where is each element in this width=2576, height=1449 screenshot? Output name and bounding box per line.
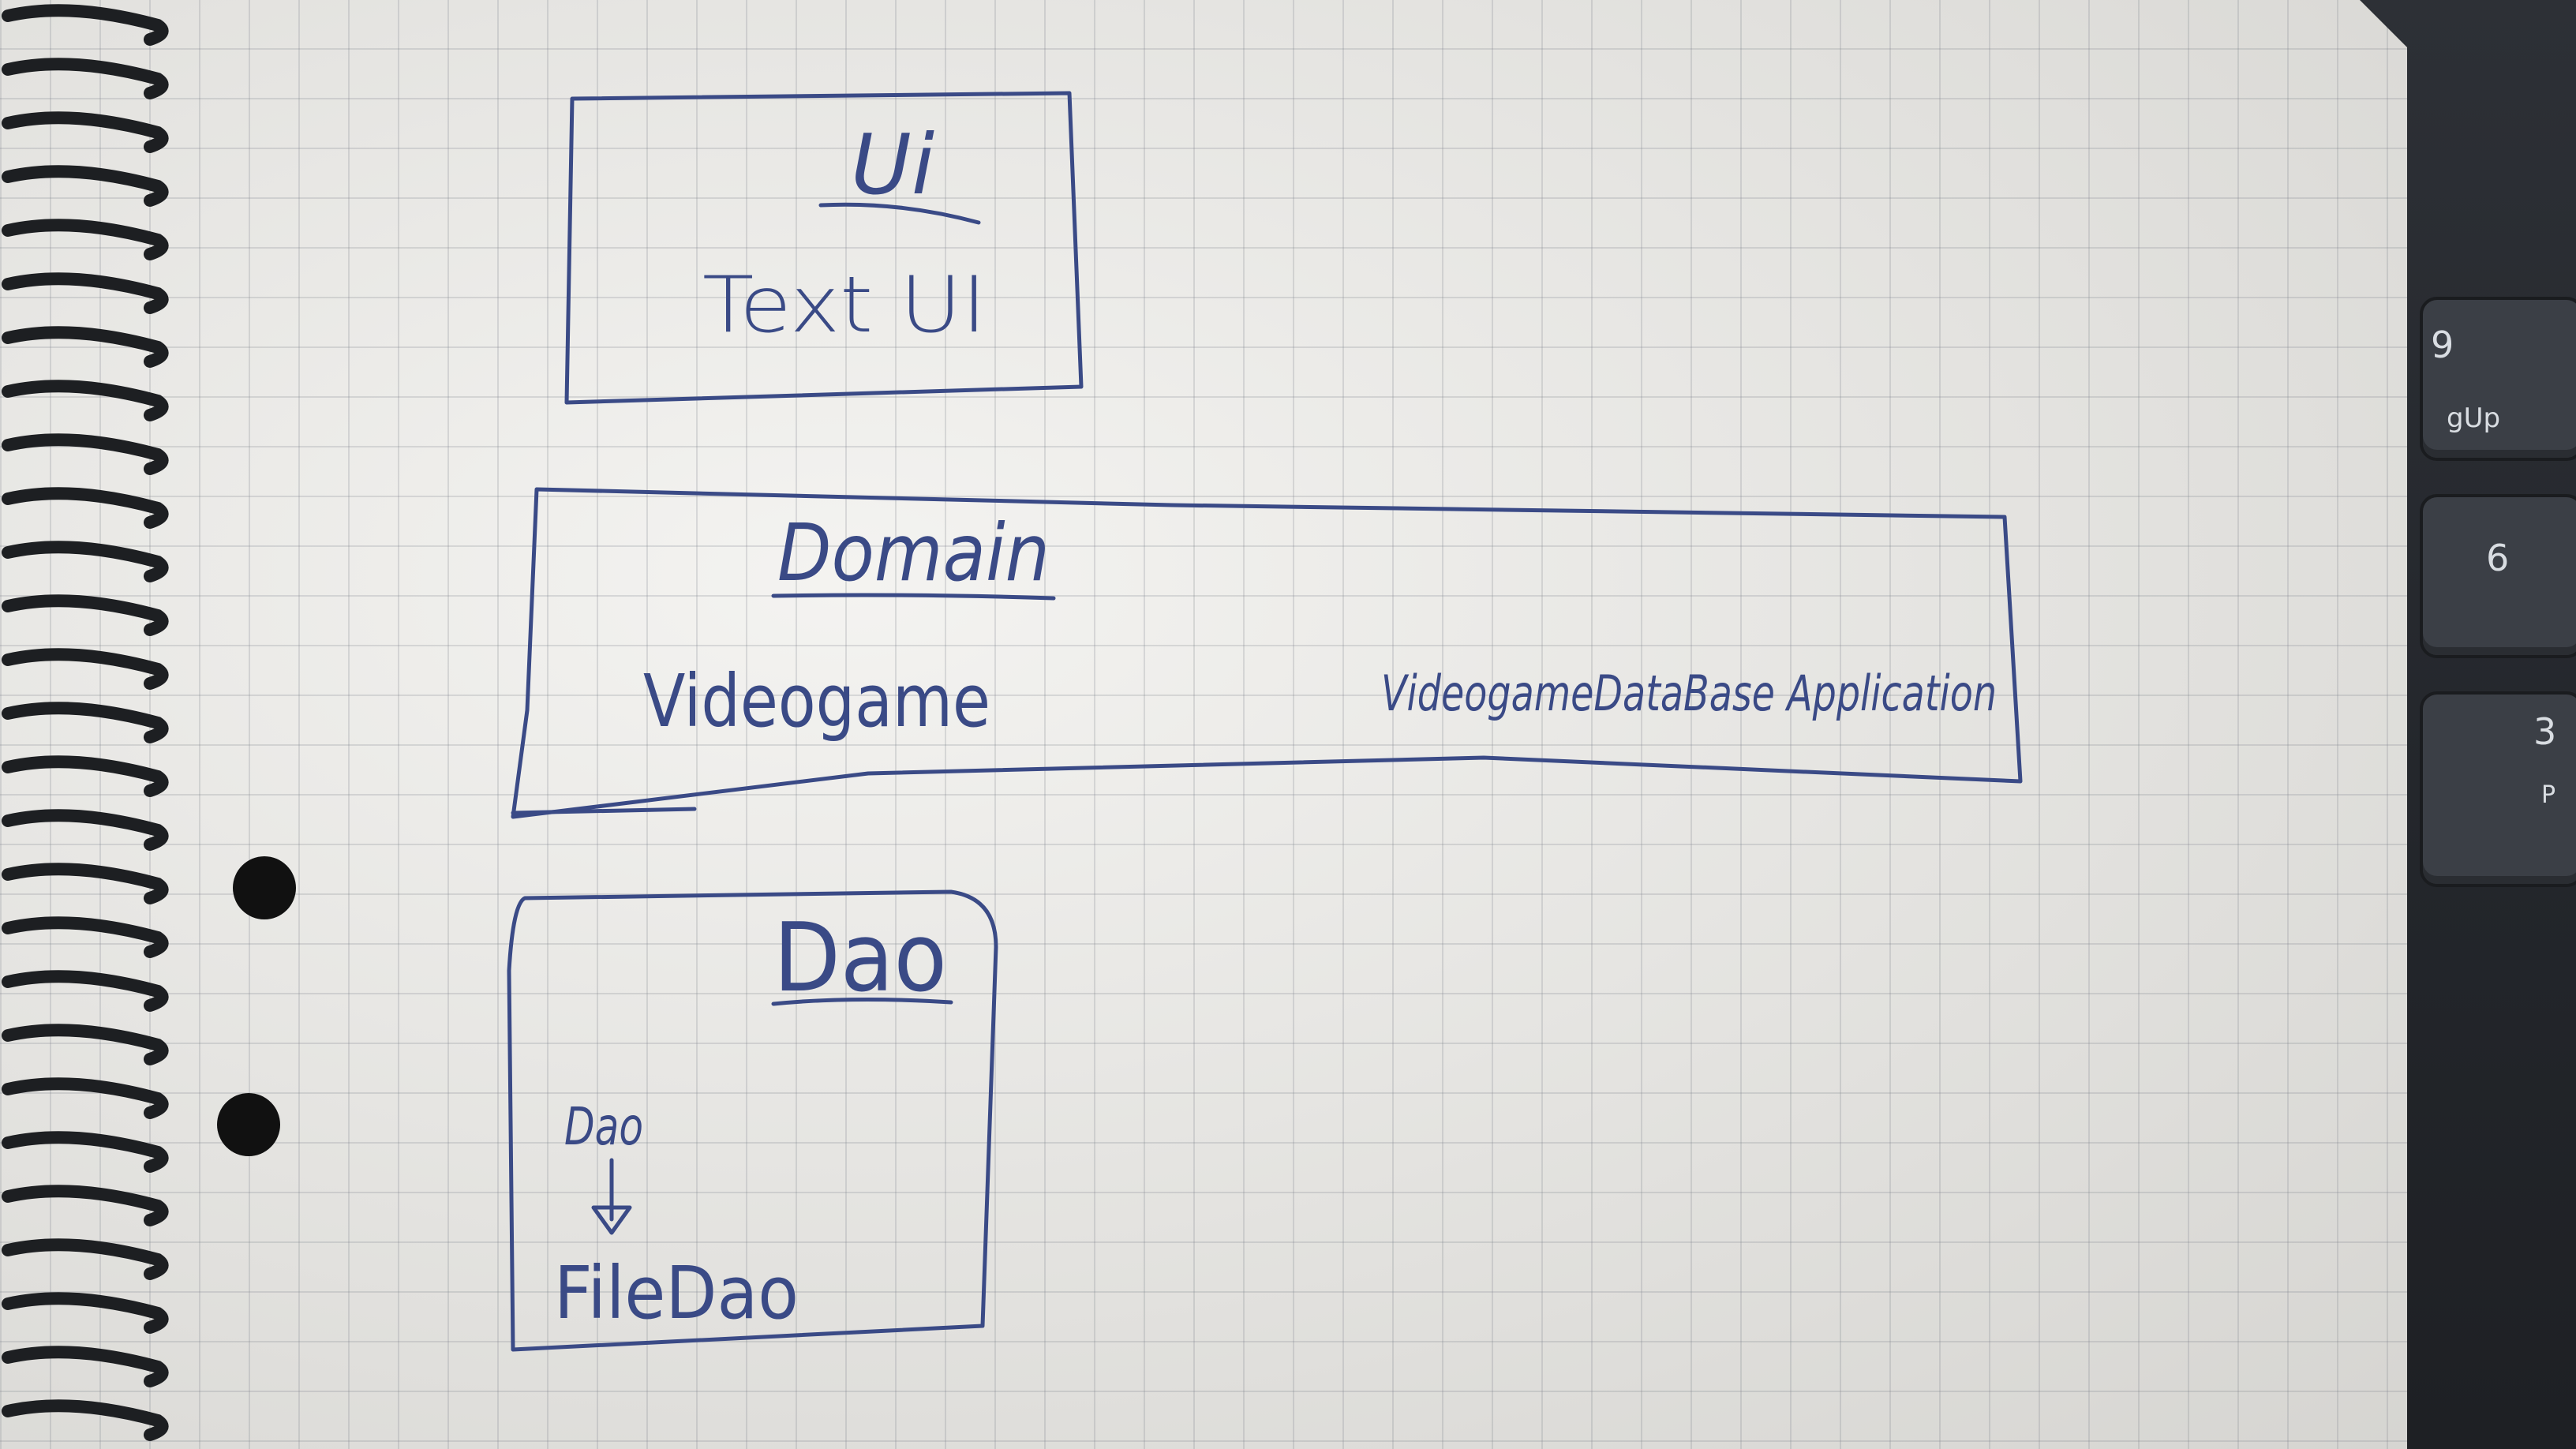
spiral-coil xyxy=(2,487,169,529)
spiral-coil xyxy=(2,916,169,958)
spiral-coil xyxy=(2,1131,169,1173)
spiral-coil xyxy=(2,1024,169,1065)
ui-layer-box xyxy=(564,91,1084,405)
dao-interface-label: Dao xyxy=(564,1096,643,1157)
spiral-coil xyxy=(2,272,169,314)
punch-hole-top xyxy=(233,856,296,919)
spiral-coil xyxy=(2,648,169,690)
spiral-coil xyxy=(2,433,169,475)
domain-class-videogame: Videogame xyxy=(643,659,990,743)
domain-layer-title: Domain xyxy=(777,507,1050,599)
spiral-binding xyxy=(2,4,169,1441)
domain-layer-box xyxy=(511,487,2023,819)
inheritance-arrowhead xyxy=(591,1205,632,1235)
dao-title-underline xyxy=(771,997,953,1006)
keyboard-key: 9 gUp xyxy=(2423,300,2576,458)
key-label: P xyxy=(2541,781,2556,809)
dao-layer-title: Dao xyxy=(773,904,947,1013)
spiral-coil xyxy=(2,970,169,1012)
spiral-coil xyxy=(2,111,169,153)
spiral-coil xyxy=(2,809,169,851)
spiral-coil xyxy=(2,1238,169,1280)
spiral-coil xyxy=(2,541,169,582)
notebook-page xyxy=(0,0,2407,1449)
spiral-coil xyxy=(2,4,169,46)
spiral-coil xyxy=(2,219,169,260)
key-label: gUp xyxy=(2447,402,2501,434)
spiral-coil xyxy=(2,863,169,904)
spiral-coil xyxy=(2,1185,169,1226)
domain-title-underline xyxy=(771,593,1056,601)
spiral-coil xyxy=(2,380,169,421)
keyboard-key: 3 P xyxy=(2423,695,2576,884)
spiral-coil xyxy=(2,755,169,797)
spiral-coil xyxy=(2,326,169,368)
key-label: 9 xyxy=(2431,324,2454,366)
dao-layer-box xyxy=(507,889,998,1352)
spiral-coil xyxy=(2,1292,169,1334)
ui-layer-item: Text UI xyxy=(702,260,987,350)
spiral-coil xyxy=(2,702,169,743)
spiral-coil xyxy=(2,1346,169,1387)
ui-layer-title: Ui xyxy=(851,117,934,213)
domain-class-videogame-database-application: VideogameDataBase Application xyxy=(1381,665,1997,722)
spiral-coil xyxy=(2,58,169,99)
spiral-coil xyxy=(2,165,169,207)
spiral-coil xyxy=(2,1399,169,1441)
keyboard-key: 6 xyxy=(2423,497,2576,655)
spiral-coil xyxy=(2,594,169,636)
file-dao-class-label: FileDao xyxy=(554,1251,799,1335)
ui-title-underline xyxy=(818,202,981,225)
punch-hole-bottom xyxy=(217,1093,280,1156)
key-label: 6 xyxy=(2486,537,2510,579)
key-label: 3 xyxy=(2533,710,2557,753)
spiral-coil xyxy=(2,1077,169,1119)
